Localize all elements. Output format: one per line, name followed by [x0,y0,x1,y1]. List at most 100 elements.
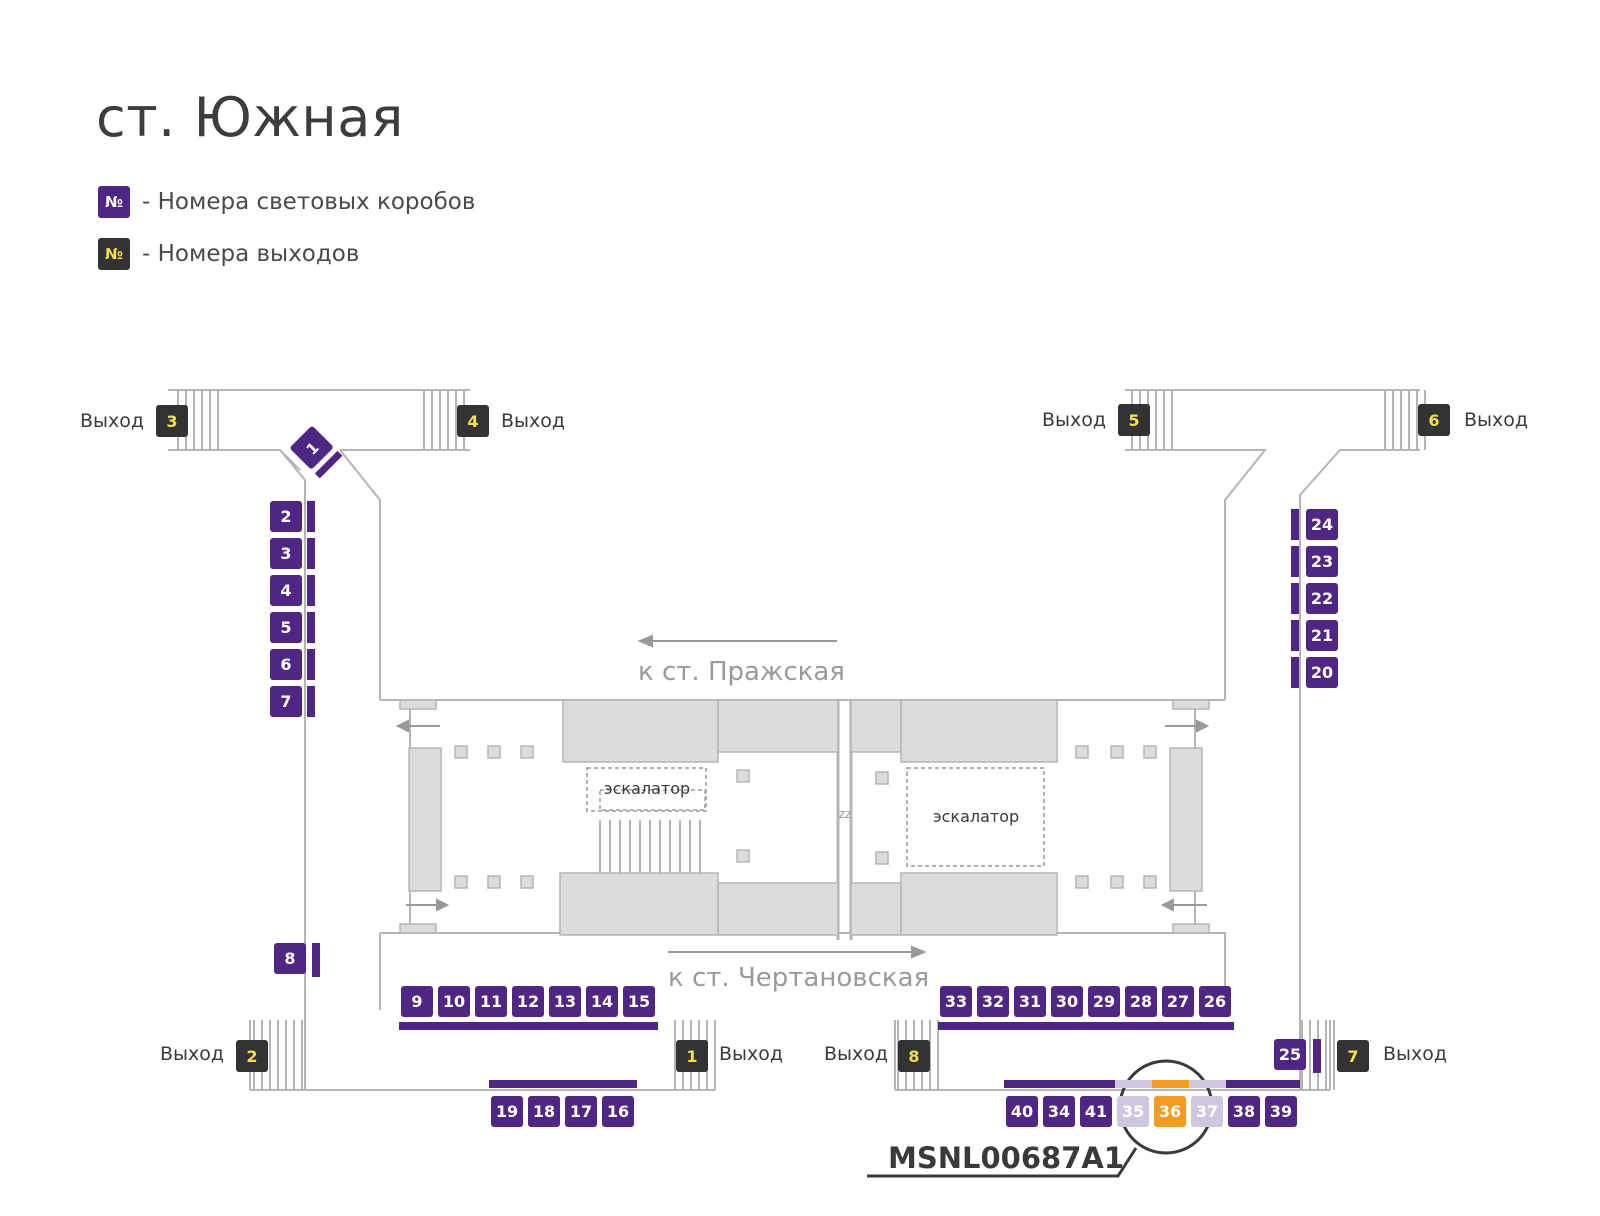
light-box-number: 6 [280,655,291,674]
light-box-32: 32 [975,986,1012,1030]
light-box-bar [489,1080,526,1088]
light-box-2: 2 [270,501,315,532]
light-box-bar [1012,1022,1049,1030]
exit-word-5: Выход [1042,409,1106,431]
light-box-24: 24 [1291,509,1338,540]
legend-exit-label: - Номера выходов [142,241,360,267]
light-box-bar [1313,1039,1321,1073]
light-box-number: 22 [1311,589,1333,608]
exit-marker-7: 7 [1337,1040,1369,1072]
light-box-bar [1152,1080,1189,1088]
light-box-number: 12 [517,992,539,1011]
exit-marker-5: 5 [1118,404,1150,436]
light-box-bar [1291,657,1299,688]
exit-number: 8 [908,1047,919,1066]
direction-label-prazhskaya: к ст. Пражская [638,657,845,687]
exit-word-8: Выход [824,1043,888,1065]
light-box-31: 31 [1012,986,1049,1030]
light-box-16: 16 [600,1080,637,1127]
light-box-bar [307,612,315,643]
light-box-number: 25 [1279,1045,1301,1064]
light-box-bar [526,1080,563,1088]
light-box-bar [1291,546,1299,577]
light-box-bar [1086,1022,1123,1030]
exit-number: 1 [686,1047,697,1066]
direction-arrows [395,634,1210,959]
light-box-number: 7 [280,692,291,711]
light-box-number: 36 [1159,1102,1181,1121]
light-box-bar [563,1080,600,1088]
map-labels: к ст. Пражская к ст. Чертановская эскала… [80,409,1528,1065]
exit-marker-3: 3 [156,405,188,437]
light-box-number: 3 [280,544,291,563]
zz-mark: zz [839,807,852,821]
light-box-39: 39 [1263,1080,1300,1127]
light-box-number: 20 [1311,663,1333,682]
legend-exit-swatch: № [98,238,130,270]
light-box-bar [621,1022,658,1030]
light-box-number: 27 [1167,992,1189,1011]
light-box-bar [1189,1080,1226,1088]
light-box-bar [510,1022,547,1030]
light-box-number: 17 [570,1102,592,1121]
light-box-bar [436,1022,473,1030]
light-box-5: 5 [270,612,315,643]
exit-word-4: Выход [501,410,565,432]
light-box-bar [1226,1080,1263,1088]
light-box-number: 38 [1233,1102,1255,1121]
light-box-28: 28 [1123,986,1160,1030]
light-box-number: 21 [1311,626,1333,645]
exit-word-1: Выход [719,1043,783,1065]
light-box-bar [307,686,315,717]
light-box-25: 25 [1274,1039,1321,1073]
exit-word-2: Выход [160,1043,224,1065]
light-box-number: 16 [607,1102,629,1121]
light-box-bar [1291,509,1299,540]
light-box-23: 23 [1291,546,1338,577]
light-box-33: 33 [938,986,975,1030]
legend-box-swatch: № [98,186,130,218]
light-box-7: 7 [270,686,315,717]
light-box-number: 39 [1270,1102,1292,1121]
light-box-18: 18 [526,1080,563,1127]
exit-number: 6 [1428,411,1439,430]
light-box-26: 26 [1197,986,1234,1030]
light-box-bar [547,1022,584,1030]
light-box-number: 18 [533,1102,555,1121]
light-box-3: 3 [270,538,315,569]
light-box-37: 37 [1189,1080,1226,1127]
light-box-number: 24 [1311,515,1333,534]
light-box-bar [312,943,320,977]
light-box-number: 14 [591,992,613,1011]
light-box-17: 17 [563,1080,600,1127]
exit-marker-4: 4 [457,405,489,437]
light-box-bar [307,649,315,680]
light-box-22: 22 [1291,583,1338,614]
light-box-number: 40 [1011,1102,1033,1121]
light-box-bar [600,1080,637,1088]
exit-marker-2: 2 [236,1040,268,1072]
light-box-bar [1291,620,1299,651]
light-box-number: 4 [280,581,291,600]
light-box-bar [1078,1080,1115,1088]
light-box-bar [1049,1022,1086,1030]
light-box-11: 11 [473,986,510,1030]
light-box-20: 20 [1291,657,1338,688]
light-box-number: 30 [1056,992,1078,1011]
exit-number: 3 [166,412,177,431]
exit-marker-6: 6 [1418,404,1450,436]
light-box-19: 19 [489,1080,526,1127]
light-box-number: 26 [1204,992,1226,1011]
light-box-number: 15 [628,992,650,1011]
light-box-30: 30 [1049,986,1086,1030]
light-box-10: 10 [436,986,473,1030]
highlight-callout: MSNL00687A1 [867,1059,1214,1178]
light-box-bar [1041,1080,1078,1088]
highlight-code-label: MSNL00687A1 [888,1141,1124,1175]
light-box-bar [307,501,315,532]
platform-blocks [399,699,1210,936]
light-box-bar [1197,1022,1234,1030]
light-box-41: 41 [1078,1080,1115,1127]
